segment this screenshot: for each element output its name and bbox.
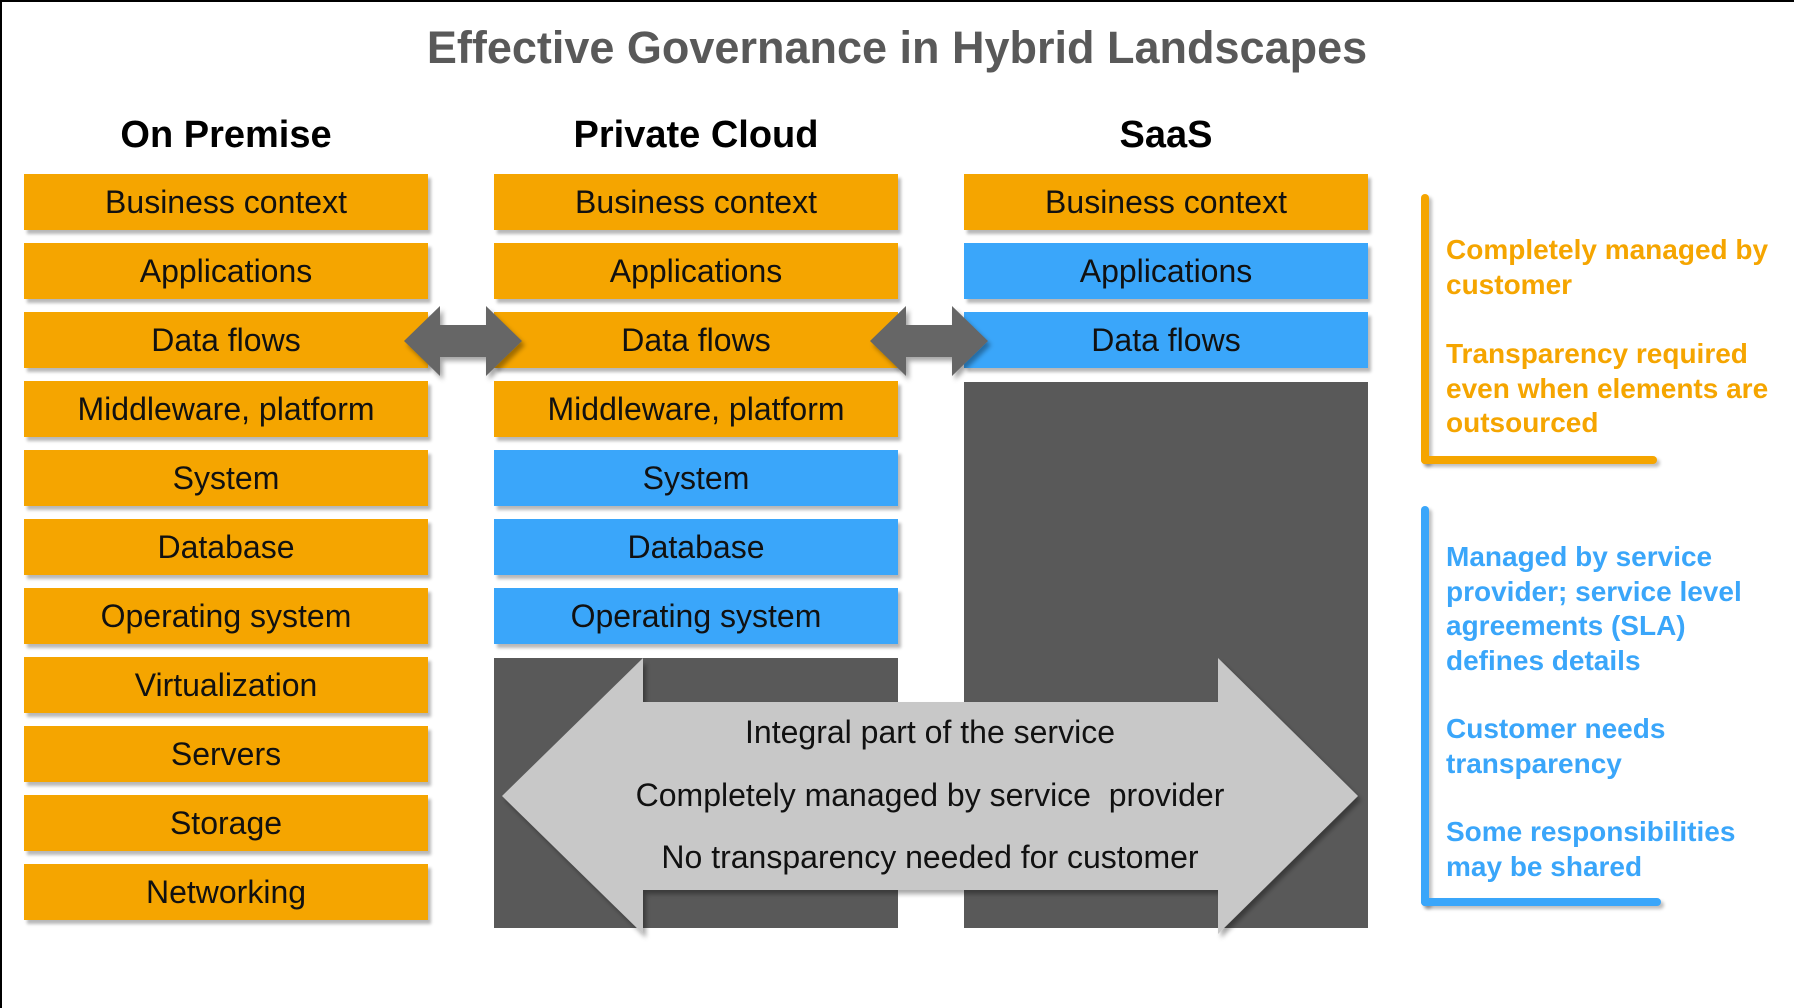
double-arrow-icon-right	[870, 306, 988, 376]
column-heading-saas: SaaS	[1119, 114, 1213, 156]
column-heading-on-premise: On Premise	[120, 114, 332, 156]
legend-provider-shared: Some responsibilities may be shared	[1446, 816, 1736, 882]
saas-layer-data-flows: Data flows	[964, 312, 1368, 368]
on-premise-layer-applications: Applications	[24, 243, 428, 299]
provider-bracket-vertical	[1421, 506, 1429, 906]
legend-provider-customer-transparency: Customer needs transparency	[1446, 713, 1666, 779]
private-cloud-layer-data-flows: Data flows	[494, 312, 898, 368]
on-premise-layer-middleware-platform: Middleware, platform	[24, 381, 428, 437]
customer-bracket-vertical	[1421, 194, 1429, 464]
on-premise-layer-system: System	[24, 450, 428, 506]
private-cloud-layer-operating-system: Operating system	[494, 588, 898, 644]
service-text-managed: Completely managed by service provider	[635, 777, 1225, 813]
on-premise-layer-networking: Networking	[24, 864, 428, 920]
on-premise-layer-servers: Servers	[24, 726, 428, 782]
private-cloud-layer-system: System	[494, 450, 898, 506]
on-premise-layer-database: Database	[24, 519, 428, 575]
private-cloud-layer-database: Database	[494, 519, 898, 575]
provider-bracket-horizontal	[1421, 898, 1661, 906]
frame-left-edge	[0, 0, 2, 1008]
on-premise-layer-storage: Storage	[24, 795, 428, 851]
on-premise-layer-operating-system: Operating system	[24, 588, 428, 644]
private-cloud-layer-applications: Applications	[494, 243, 898, 299]
on-premise-layer-data-flows: Data flows	[24, 312, 428, 368]
service-double-arrow-icon	[502, 658, 1358, 934]
private-cloud-layer-middleware-platform: Middleware, platform	[494, 381, 898, 437]
saas-layer-business-context: Business context	[964, 174, 1368, 230]
diagram-title: Effective Governance in Hybrid Landscape…	[426, 22, 1368, 73]
customer-bracket-horizontal	[1421, 456, 1657, 464]
private-cloud-layer-business-context: Business context	[494, 174, 898, 230]
on-premise-layer-virtualization: Virtualization	[24, 657, 428, 713]
service-text-no-transparency: No transparency needed for customer	[661, 839, 1199, 875]
column-heading-private-cloud: Private Cloud	[573, 114, 819, 156]
frame-top-edge	[0, 0, 1794, 2]
legend-customer-transparency: Transparency required even when elements…	[1446, 338, 1769, 438]
saas-layer-applications: Applications	[964, 243, 1368, 299]
on-premise-layer-business-context: Business context	[24, 174, 428, 230]
double-arrow-icon-left	[404, 306, 522, 376]
service-text-integral: Integral part of the service	[745, 714, 1115, 750]
legend-provider-sla: Managed by service provider; service lev…	[1446, 541, 1742, 676]
legend-customer-managed: Completely managed by customer	[1446, 234, 1769, 300]
